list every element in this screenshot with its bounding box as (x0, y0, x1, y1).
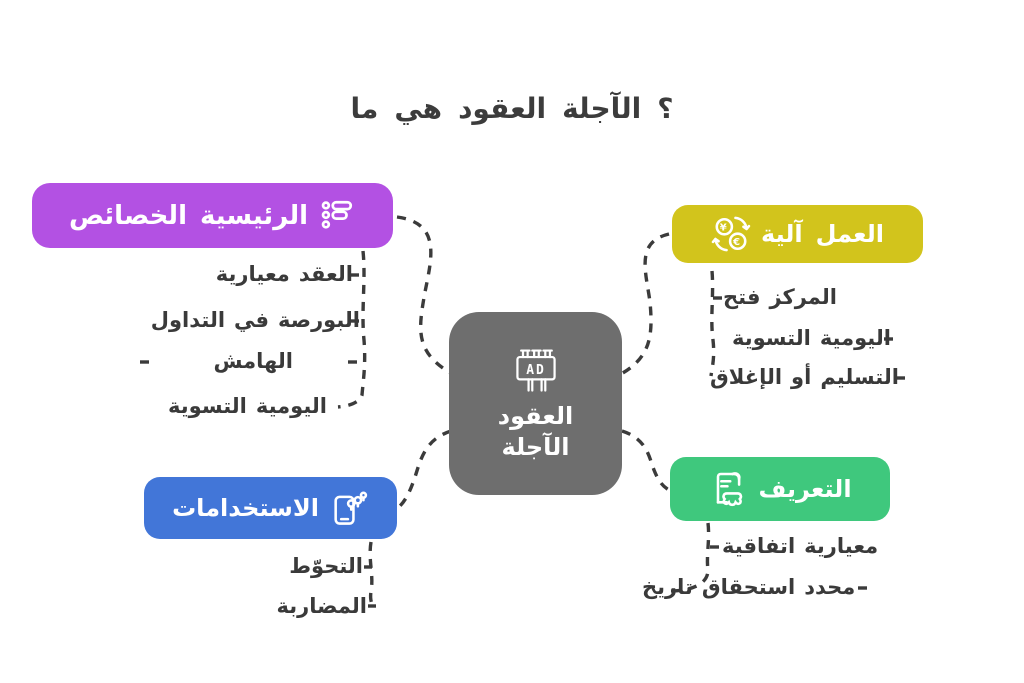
uses-drop-line (368, 541, 375, 607)
mechanism-drop-line (709, 270, 716, 377)
key-features-item-3: الهامش (213, 349, 293, 373)
center-label-line1: العقود (497, 401, 574, 430)
list-icon (321, 200, 353, 229)
branch-uses: الاستخدامات (144, 477, 397, 539)
phone-stats-icon (334, 491, 368, 525)
contract-scroll-icon (717, 472, 743, 507)
connector-mechanism-center (620, 232, 670, 376)
connector-keyfeatures-center (396, 215, 453, 376)
connector-center-definition (621, 429, 670, 492)
uses-item-2: المضاربة (276, 594, 367, 618)
center-node: AD العقود الآجلة (449, 312, 622, 495)
currency-exchange-icon: ¥ € (711, 216, 751, 252)
branch-definition: التعريف (670, 457, 890, 521)
svg-text:AD: AD (526, 362, 545, 377)
svg-text:¥: ¥ (720, 223, 729, 234)
center-label-line2: الآجلة (501, 432, 570, 461)
uses-item-1: التحوّط (289, 554, 363, 578)
connector-center-uses (397, 429, 452, 509)
center-node-label: العقود الآجلة (498, 401, 573, 463)
billboard-ad-icon: AD (515, 348, 556, 392)
svg-text:€: € (732, 237, 742, 248)
